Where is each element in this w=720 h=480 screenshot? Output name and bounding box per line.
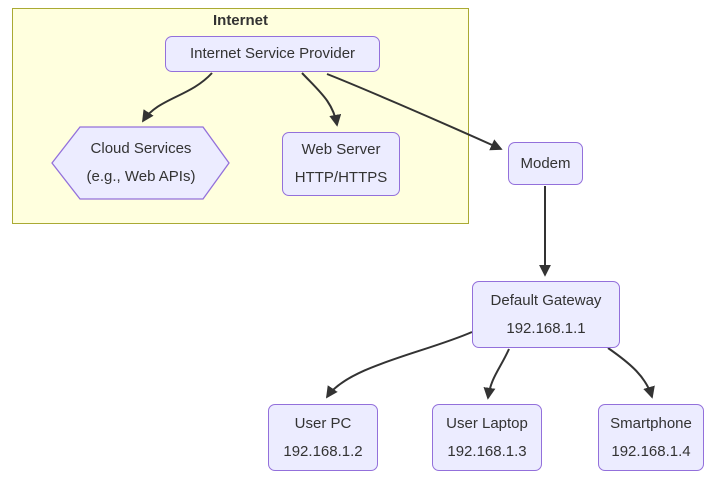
node-label-line2: (e.g., Web APIs)	[86, 168, 196, 185]
node-label-line2: 192.168.1.2	[283, 442, 363, 460]
node-internet-service-provider: Internet Service Provider	[165, 36, 380, 72]
internet-subgraph-label: Internet	[212, 12, 268, 29]
node-label: Modem	[520, 154, 571, 172]
node-cloud-services: Cloud Services (e.g., Web APIs)	[55, 127, 227, 199]
edge-gateway-to-pc	[325, 331, 473, 399]
node-smartphone: Smartphone 192.168.1.4	[598, 404, 704, 471]
edge-gateway-to-laptop	[483, 348, 510, 400]
edge-isp-to-cloud	[142, 72, 213, 123]
node-label-line2: 192.168.1.3	[447, 442, 527, 460]
edge-gateway-to-phone	[607, 347, 655, 399]
node-user-laptop: User Laptop 192.168.1.3	[432, 404, 542, 471]
node-label-line1: User PC	[294, 414, 352, 432]
node-label-line1: Cloud Services	[90, 140, 192, 157]
node-label-line2: 192.168.1.1	[506, 319, 586, 337]
node-label-line1: Smartphone	[610, 414, 692, 432]
node-default-gateway: Default Gateway 192.168.1.1	[472, 281, 620, 348]
node-label-line1: User Laptop	[446, 414, 528, 432]
edge-isp-to-web	[301, 72, 342, 127]
edge-isp-to-modem	[326, 73, 503, 151]
node-label: Internet Service Provider	[189, 45, 356, 62]
node-user-pc: User PC 192.168.1.2	[268, 404, 378, 471]
node-web-server: Web Server HTTP/HTTPS	[282, 132, 400, 196]
node-label-line2: HTTP/HTTPS	[294, 169, 388, 186]
node-modem: Modem	[508, 142, 583, 185]
node-label-line2: 192.168.1.4	[611, 442, 691, 460]
node-label-line1: Default Gateway	[490, 291, 602, 309]
cloud-services-hexagon-shape	[51, 126, 230, 200]
node-label-line1: Web Server	[301, 141, 381, 158]
